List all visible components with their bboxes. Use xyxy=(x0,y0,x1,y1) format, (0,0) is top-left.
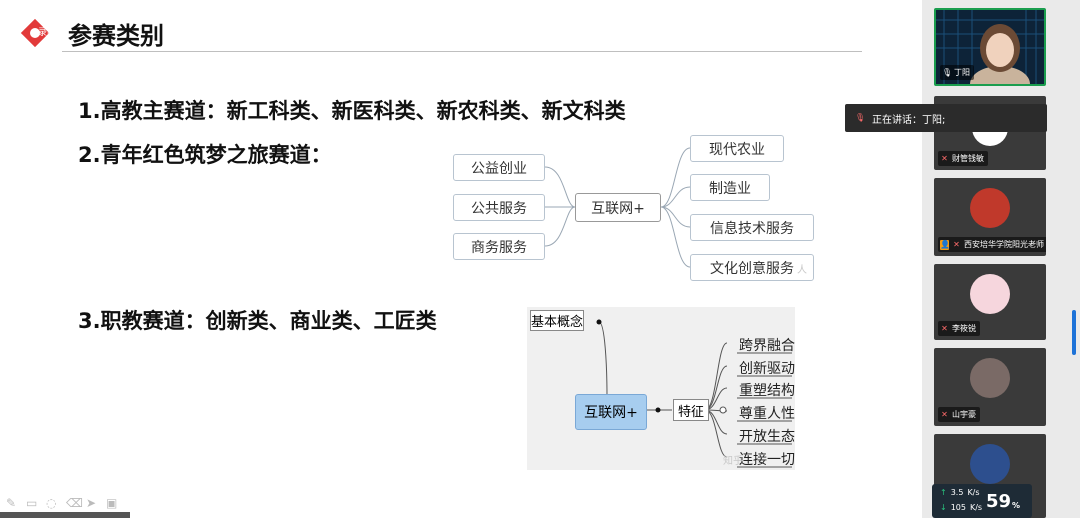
participant-name-tag: 🎙 丁阳 xyxy=(940,65,974,80)
mindmap2-item: 尊重人性 xyxy=(739,406,795,422)
participant-video-tile[interactable]: 🎙 丁阳 xyxy=(934,8,1046,86)
mindmap1-left-node: 公益创业 xyxy=(453,154,545,181)
mindmap1-right-node: 信息技术服务 xyxy=(690,214,814,241)
screen-icon[interactable]: ▣ xyxy=(106,496,118,510)
mic-muted-icon: ✕ xyxy=(941,409,948,419)
avatar xyxy=(970,274,1010,314)
shared-slide: 录制中 参赛类别 1.高教主赛道：新工科类、新医科类、新农科类、新文科类 2.青… xyxy=(0,18,862,518)
mindmap2-item: 创新驱动 xyxy=(739,361,795,377)
track-line-2: 2.青年红色筑梦之旅赛道： xyxy=(78,143,332,167)
host-badge-icon: 👤 xyxy=(940,239,950,250)
participant-tile[interactable]: ✕ 山宇豪 xyxy=(934,348,1046,426)
mic-muted-icon: ✕ xyxy=(941,153,948,163)
upload-arrow-icon: ↑ xyxy=(940,488,947,497)
mindmap1-center-node: 互联网+ xyxy=(575,193,661,222)
mic-muted-icon: ✕ xyxy=(941,323,948,333)
avatar xyxy=(970,444,1010,484)
mindmap1-left-node: 商务服务 xyxy=(453,233,545,260)
mindmap2-item: 开放生态 xyxy=(739,429,795,445)
microphone-icon: 🎙 xyxy=(855,113,866,122)
bottom-strip xyxy=(0,512,130,518)
mindmap2-item: 连接一切 xyxy=(739,452,795,468)
mindmap2-item: 跨界融合 xyxy=(739,338,795,354)
participant-name-tag: ✕ 李筱锐 xyxy=(938,321,980,336)
eraser-icon[interactable]: ⌫ xyxy=(66,496,83,510)
pen-icon[interactable]: ✎ xyxy=(6,496,17,510)
participant-tile[interactable]: 👤 ✕ 西安培华学院阳光老师 xyxy=(934,178,1046,256)
participant-name-tag: 👤 ✕ 西安培华学院阳光老师 xyxy=(938,237,1046,252)
mindmap-red-track: 公益创业 公共服务 商务服务 互联网+ 现代农业 制造业 信息技术服务 文化创意… xyxy=(450,130,820,281)
brand-logo-icon xyxy=(20,18,50,48)
pointer-icon[interactable]: ➤ xyxy=(86,496,97,510)
mindmap2-feature-node: 特征 xyxy=(673,399,709,421)
cpu-gauge: 59% xyxy=(985,490,1021,512)
participant-tile[interactable]: ✕ 李筱锐 xyxy=(934,264,1046,340)
download-arrow-icon: ↓ xyxy=(940,503,947,512)
speaking-tooltip: 🎙 正在讲话：丁阳; xyxy=(845,104,1047,132)
title-divider xyxy=(62,51,862,52)
slide-title: 参赛类别 xyxy=(68,22,164,50)
avatar xyxy=(970,188,1010,228)
participant-name-tag: ✕ 财管钱敏 xyxy=(938,151,988,166)
track-line-3: 3.职教赛道：创新类、商业类、工匠类 xyxy=(78,309,437,333)
microphone-icon: 🎙 xyxy=(942,67,953,77)
mindmap1-right-node: 现代农业 xyxy=(690,135,784,162)
mindmap1-left-node: 公共服务 xyxy=(453,194,545,221)
track-line-1: 1.高教主赛道：新工科类、新医科类、新农科类、新文科类 xyxy=(78,99,626,123)
mindmap2-watermark: 知乎 xyxy=(723,456,743,467)
rectangle-icon[interactable]: ▭ xyxy=(26,496,38,510)
recording-label: 录制中 xyxy=(38,28,66,38)
participants-panel xyxy=(922,0,1080,518)
mindmap-vocational-track: 基本概念 互联网+ 特征 跨界融合 创新驱动 重塑结构 尊重人性 开放生态 连接… xyxy=(527,307,795,470)
lasso-icon[interactable]: ◌ xyxy=(46,496,57,510)
participant-name-tag: ✕ 山宇豪 xyxy=(938,407,980,422)
avatar xyxy=(970,358,1010,398)
panel-scrollbar[interactable] xyxy=(1072,310,1076,355)
mindmap1-right-node: 文化创意服务 xyxy=(690,254,814,281)
mindmap2-item: 重塑结构 xyxy=(739,383,795,399)
annotation-toolbar: ✎ ▭ ◌ ⌫ ➤ ▣ xyxy=(6,497,118,509)
mindmap1-connectors xyxy=(544,147,691,268)
mindmap2-center-node: 互联网+ xyxy=(575,394,647,430)
mic-muted-icon: ✕ xyxy=(953,239,960,249)
mindmap1-right-node: 制造业 xyxy=(690,174,770,201)
mindmap2-concept-node: 基本概念 xyxy=(530,310,584,331)
mindmap1-watermark: 人 xyxy=(797,265,807,276)
